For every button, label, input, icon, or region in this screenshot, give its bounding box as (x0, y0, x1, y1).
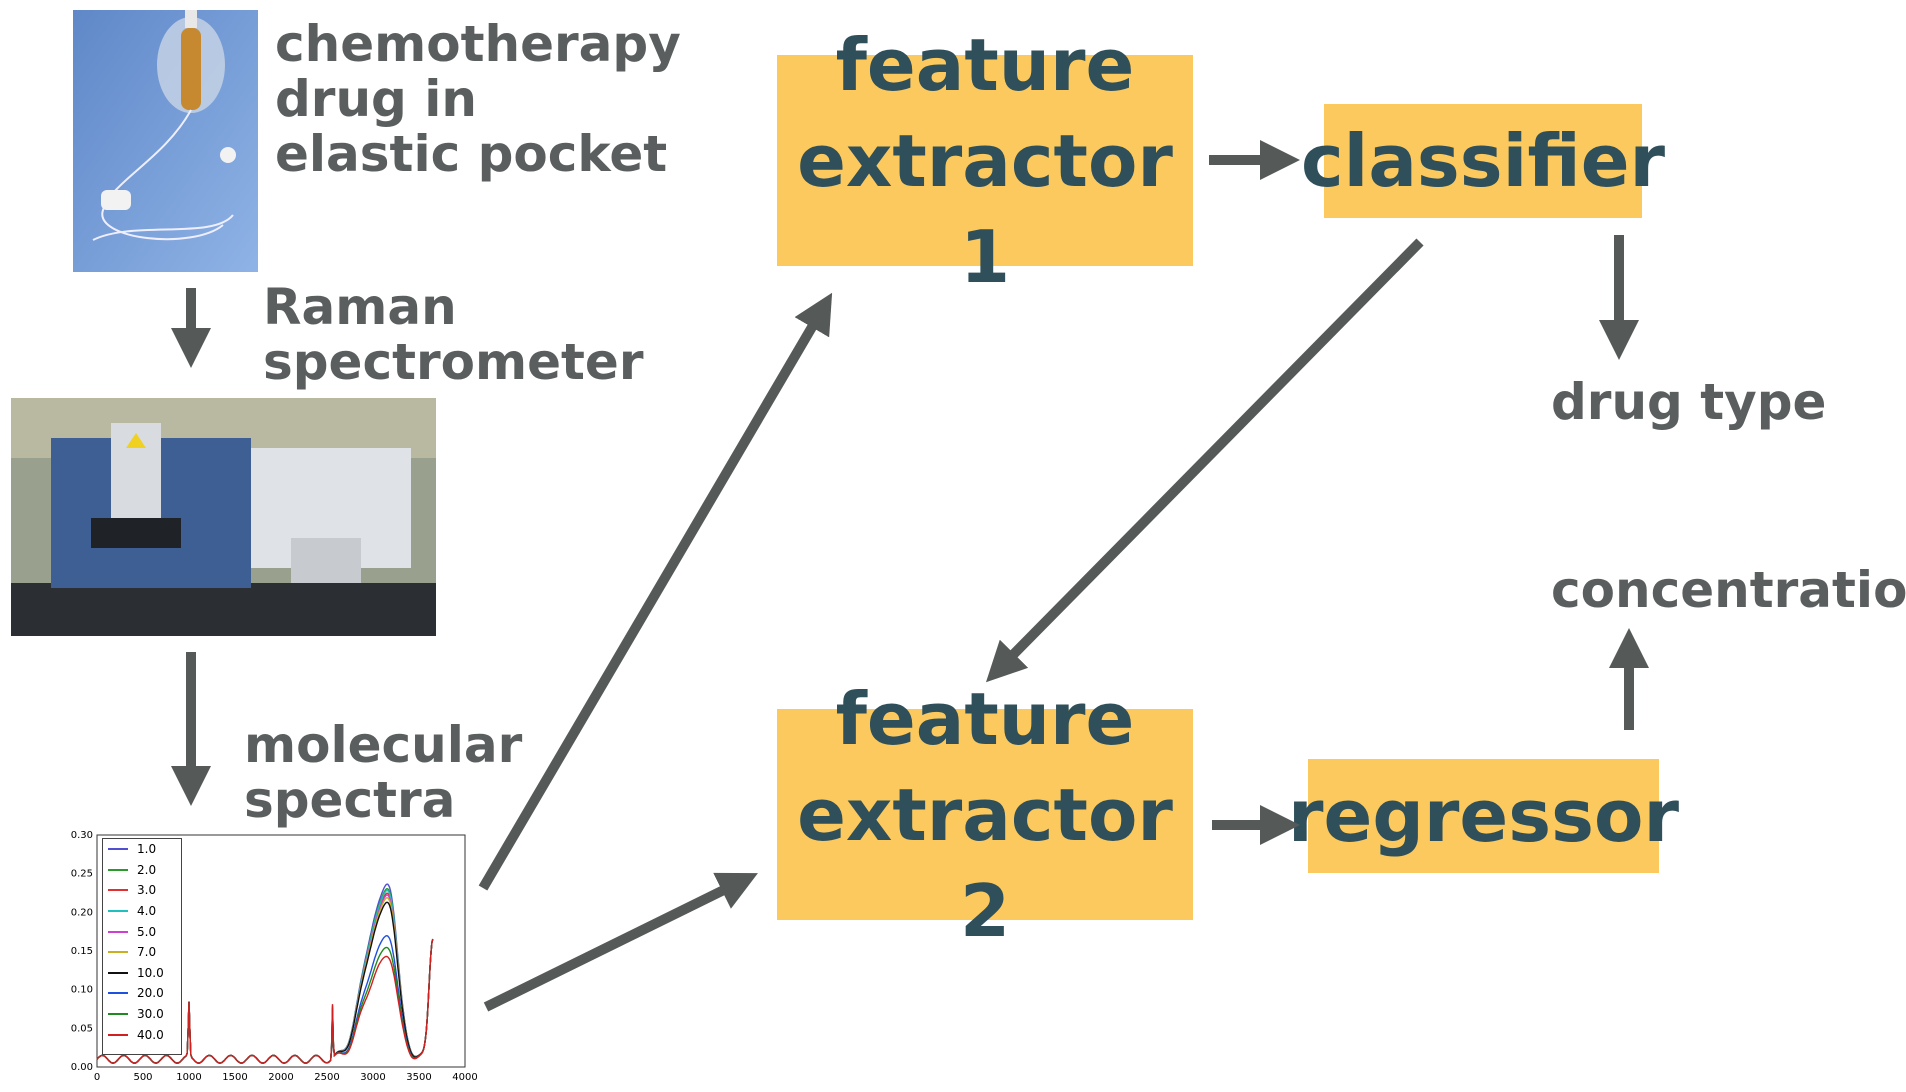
raman-spectrometer-photo (11, 398, 436, 636)
legend-swatch (108, 848, 128, 851)
legend-entry: 20.0 (103, 983, 181, 1004)
x-tick-label: 1000 (176, 1072, 201, 1083)
legend-entry: 3.0 (103, 880, 181, 901)
legend-entry: 30.0 (103, 1004, 181, 1025)
output-concentration-label: concentration (1551, 561, 1906, 619)
y-tick-label: 0.00 (71, 1062, 93, 1073)
legend-swatch (108, 951, 128, 954)
y-tick-label: 0.05 (71, 1023, 93, 1034)
x-tick-label: 2500 (314, 1072, 339, 1083)
drug-pocket-image (73, 10, 258, 272)
x-tick-label: 0 (94, 1072, 100, 1083)
legend-label: 40.0 (137, 1027, 164, 1042)
output-drug-type-label: drug type (1551, 373, 1827, 431)
instrument-label: Raman spectrometer (263, 278, 644, 391)
series-line (96, 938, 434, 1064)
legend-entry: 5.0 (103, 921, 181, 942)
x-tick-label: 2000 (268, 1072, 293, 1083)
legend-entry: 40.0 (103, 1024, 181, 1045)
x-tick-label: 1500 (222, 1072, 247, 1083)
legend-label: 3.0 (137, 883, 157, 898)
x-tick-label: 500 (133, 1072, 152, 1083)
legend-entry: 1.0 (103, 839, 181, 860)
y-tick-label: 0.30 (71, 830, 93, 841)
feature-extractor-1-box: feature extractor 1 (777, 23, 1193, 299)
y-tick-label: 0.15 (71, 946, 93, 957)
arrow-spectra-to-fe1 (478, 292, 833, 891)
legend-label: 7.0 (137, 945, 157, 960)
legend-swatch (108, 971, 128, 974)
legend-swatch (108, 1033, 128, 1036)
y-tick-label: 0.25 (71, 869, 93, 880)
legend-label: 1.0 (137, 842, 157, 857)
legend-swatch (108, 910, 128, 913)
regressor-text: regressor (1288, 774, 1679, 858)
legend-label: 2.0 (137, 862, 157, 877)
legend-label: 4.0 (137, 904, 157, 919)
legend-label: 10.0 (137, 965, 164, 980)
arrow-classifier-to-fe2 (985, 238, 1424, 683)
y-tick-label: 0.20 (71, 907, 93, 918)
legend-entry: 4.0 (103, 901, 181, 922)
feature-extractor-2-box: feature extractor 2 (777, 677, 1193, 953)
classifier-box: classifier (1301, 104, 1665, 218)
x-tick-label: 3000 (360, 1072, 385, 1083)
legend-entry: 7.0 (103, 942, 181, 963)
arrow-spectra-to-fe2 (483, 872, 758, 1012)
spectrometer-image (11, 398, 436, 636)
chart-legend: 1.0 2.0 3.0 4.0 5.0 7.0 10.0 20.0 30.0 40.0 (102, 838, 182, 1055)
drug-pocket-photo (73, 10, 258, 272)
legend-label: 30.0 (137, 1007, 164, 1022)
drug-description-label: chemotherapy drug in elastic pocket (275, 15, 681, 183)
feature-extractor-1-text: feature extractor 1 (797, 22, 1173, 299)
legend-swatch (108, 930, 128, 933)
legend-swatch (108, 1013, 128, 1016)
legend-label: 5.0 (137, 924, 157, 939)
legend-swatch (108, 889, 128, 892)
legend-entry: 10.0 (103, 963, 181, 984)
feature-extractor-2-text: feature extractor 2 (797, 676, 1173, 953)
y-tick-label: 0.10 (71, 985, 93, 996)
legend-swatch (108, 992, 128, 995)
legend-label: 20.0 (137, 986, 164, 1001)
x-tick-label: 3500 (406, 1072, 431, 1083)
spectra-label: molecular spectra (244, 716, 523, 829)
regressor-box: regressor (1288, 759, 1679, 873)
legend-entry: 2.0 (103, 860, 181, 881)
classifier-text: classifier (1300, 119, 1666, 203)
x-tick-label: 4000 (452, 1072, 477, 1083)
legend-swatch (108, 868, 128, 871)
